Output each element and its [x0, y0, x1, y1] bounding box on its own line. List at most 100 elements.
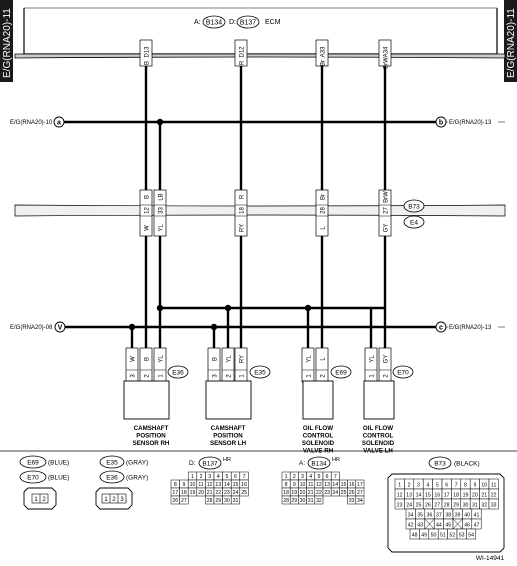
connector-b73-grid-cell: 21: [481, 493, 487, 499]
e35-wire-2: YL: [227, 355, 233, 363]
e70-name-line-1: OIL FLOW: [363, 425, 393, 432]
connector-b73-grid-cell: 38: [445, 513, 451, 519]
e35-name-line-1: CAMSHAFT: [211, 425, 246, 432]
connector-b73-grid-cell: 8: [464, 483, 467, 489]
connector-b73-grid-cell: 6: [445, 483, 448, 489]
connector-b73-grid-cell: 28: [444, 503, 450, 509]
side-label-left-box: [0, 0, 13, 82]
e35-name-line-3: SENSOR LH: [210, 440, 247, 447]
connector-b73-grid-cell: 12: [397, 493, 403, 499]
ref-c-label: E/G(RNA20)-13: [449, 325, 492, 331]
e69-name-line-3: SOLENOID: [302, 440, 335, 447]
connector-b73-grid-cell: 42: [408, 523, 414, 529]
legend-d-suffix: HR: [223, 457, 231, 463]
connector-b134-grid-cell: 17: [357, 482, 363, 488]
e35-wire-3: RY: [240, 355, 246, 363]
e36-name-line-3: SENSOR RH: [133, 440, 170, 447]
connector-b137-grid-cell: 13: [215, 482, 221, 488]
e69-wire-2: L: [321, 357, 327, 361]
connector-b134-grid-cell: 28: [283, 498, 289, 504]
connector-b73-grid-cell: 10: [481, 483, 487, 489]
ecm-pin-3-pin: A33: [321, 46, 327, 57]
ref-a-letter: a: [57, 120, 61, 127]
ecm-conn-a: B134: [206, 20, 222, 27]
ref-b-letter: b: [439, 120, 443, 127]
joint-pin-2-number: 33: [159, 207, 165, 214]
connector-b134-grid-cell: 24: [332, 490, 338, 496]
e69-name-line-1: OIL FLOW: [303, 425, 333, 432]
connector-b73-grid-cell: 19: [463, 493, 469, 499]
e35-face-pin-3: 3: [120, 497, 124, 503]
joint-conn-bottom: E4: [410, 220, 418, 227]
connector-b134-grid-cell: 27: [357, 490, 363, 496]
e69-pin-1: 1: [307, 374, 313, 378]
connector-b137-grid-cell: 1: [191, 474, 194, 480]
connector-b73-grid-cell: 18: [453, 493, 459, 499]
connector-b73-grid-cell: 47: [474, 523, 480, 529]
side-label-left: E/G(RNA20)-11: [2, 8, 13, 78]
connector-b137-grid-cell: 25: [241, 490, 247, 496]
connector-b134-grid-cell: 11: [308, 482, 313, 488]
connector-b134-grid-cell: 23: [324, 490, 330, 496]
legend-d-conn: B137: [202, 461, 218, 468]
e36-name-line-2: POSITION: [136, 433, 166, 440]
connector-b137-grid-cell: 4: [217, 474, 220, 480]
e70-wire-2: GY: [384, 355, 390, 364]
connector-b134-grid-cell: 1: [285, 474, 288, 480]
legend-e70-conn: E70: [27, 475, 39, 482]
connector-b134-grid-cell: 7: [334, 474, 337, 480]
connector-b73-grid-cell: 43: [417, 523, 423, 529]
e36-pin-1: 3: [131, 374, 137, 378]
e36-name-line-1: CAMSHAFT: [134, 425, 169, 432]
ecm-pin-3: A33 Br: [315, 39, 329, 67]
connector-b137-grid-cell: 2: [200, 474, 203, 480]
connector-b73-grid-cell: 7: [455, 483, 458, 489]
connector-b137-grid-cell: 12: [207, 482, 213, 488]
connector-b134-grid-cell: 3: [301, 474, 304, 480]
ecm-pin-2-pin: D12: [240, 46, 246, 58]
connector-b134-grid-cell: 6: [326, 474, 329, 480]
connector-b137-grid-cell: 20: [198, 490, 204, 496]
connector-b137-grid-cell: 21: [207, 490, 213, 496]
connector-b73-grid-cell: 37: [436, 513, 442, 519]
connector-b134-grid-cell: 26: [349, 490, 355, 496]
connector-b137-grid-cell: 28: [207, 498, 213, 504]
ecm-pin-1: D13 B: [139, 39, 153, 67]
e70-wire-1: YL: [370, 355, 376, 363]
joint-pin-5-number: 27: [384, 207, 390, 214]
connector-b134-grid-cell: 20: [300, 490, 306, 496]
legend-e70-color: (BLUE): [48, 475, 69, 482]
connector-b73-grid-cell: 45: [445, 523, 451, 529]
connector-b73-grid-cell: 50: [431, 533, 437, 539]
connector-b73-grid-cell: 30: [463, 503, 469, 509]
connector-b73-grid-cell: 13: [406, 493, 412, 499]
connector-b134-grid-cell: 12: [316, 482, 322, 488]
e35-wire-1: B: [213, 357, 219, 361]
connector-b137-grid-cell: 30: [224, 498, 230, 504]
connector-b137-grid-cell: 8: [174, 482, 177, 488]
junction-dots: [128, 118, 312, 331]
connector-b134-grid-cell: 29: [291, 498, 297, 504]
connector-b73-grid-cell: 16: [434, 493, 440, 499]
connector-b73-grid-cell: 33: [491, 503, 497, 509]
e35-conn-label: E35: [254, 370, 266, 377]
ecm-pin-1-pin: D13: [145, 46, 151, 58]
connector-b134-grid-cell: 15: [341, 482, 347, 488]
connector-b134-grid-cell: 32: [316, 498, 322, 504]
legend-e35-conn: E35: [106, 460, 118, 467]
connector-b73-grid-cell: 35: [417, 513, 423, 519]
connector-b73-grid-cell: 17: [444, 493, 450, 499]
ecm-pin-4: A34 BrW: [378, 39, 392, 69]
connector-b73-grid-cell: 2: [408, 483, 411, 489]
connector-b137-grid-cell: 22: [215, 490, 221, 496]
ref-c-letter: c: [439, 325, 443, 332]
connector-b73-grid-cell: 22: [491, 493, 497, 499]
ecm-box: A: B134 D: B137 ECM: [14, 7, 506, 59]
ecm-pin-2-wire: R: [240, 60, 246, 65]
